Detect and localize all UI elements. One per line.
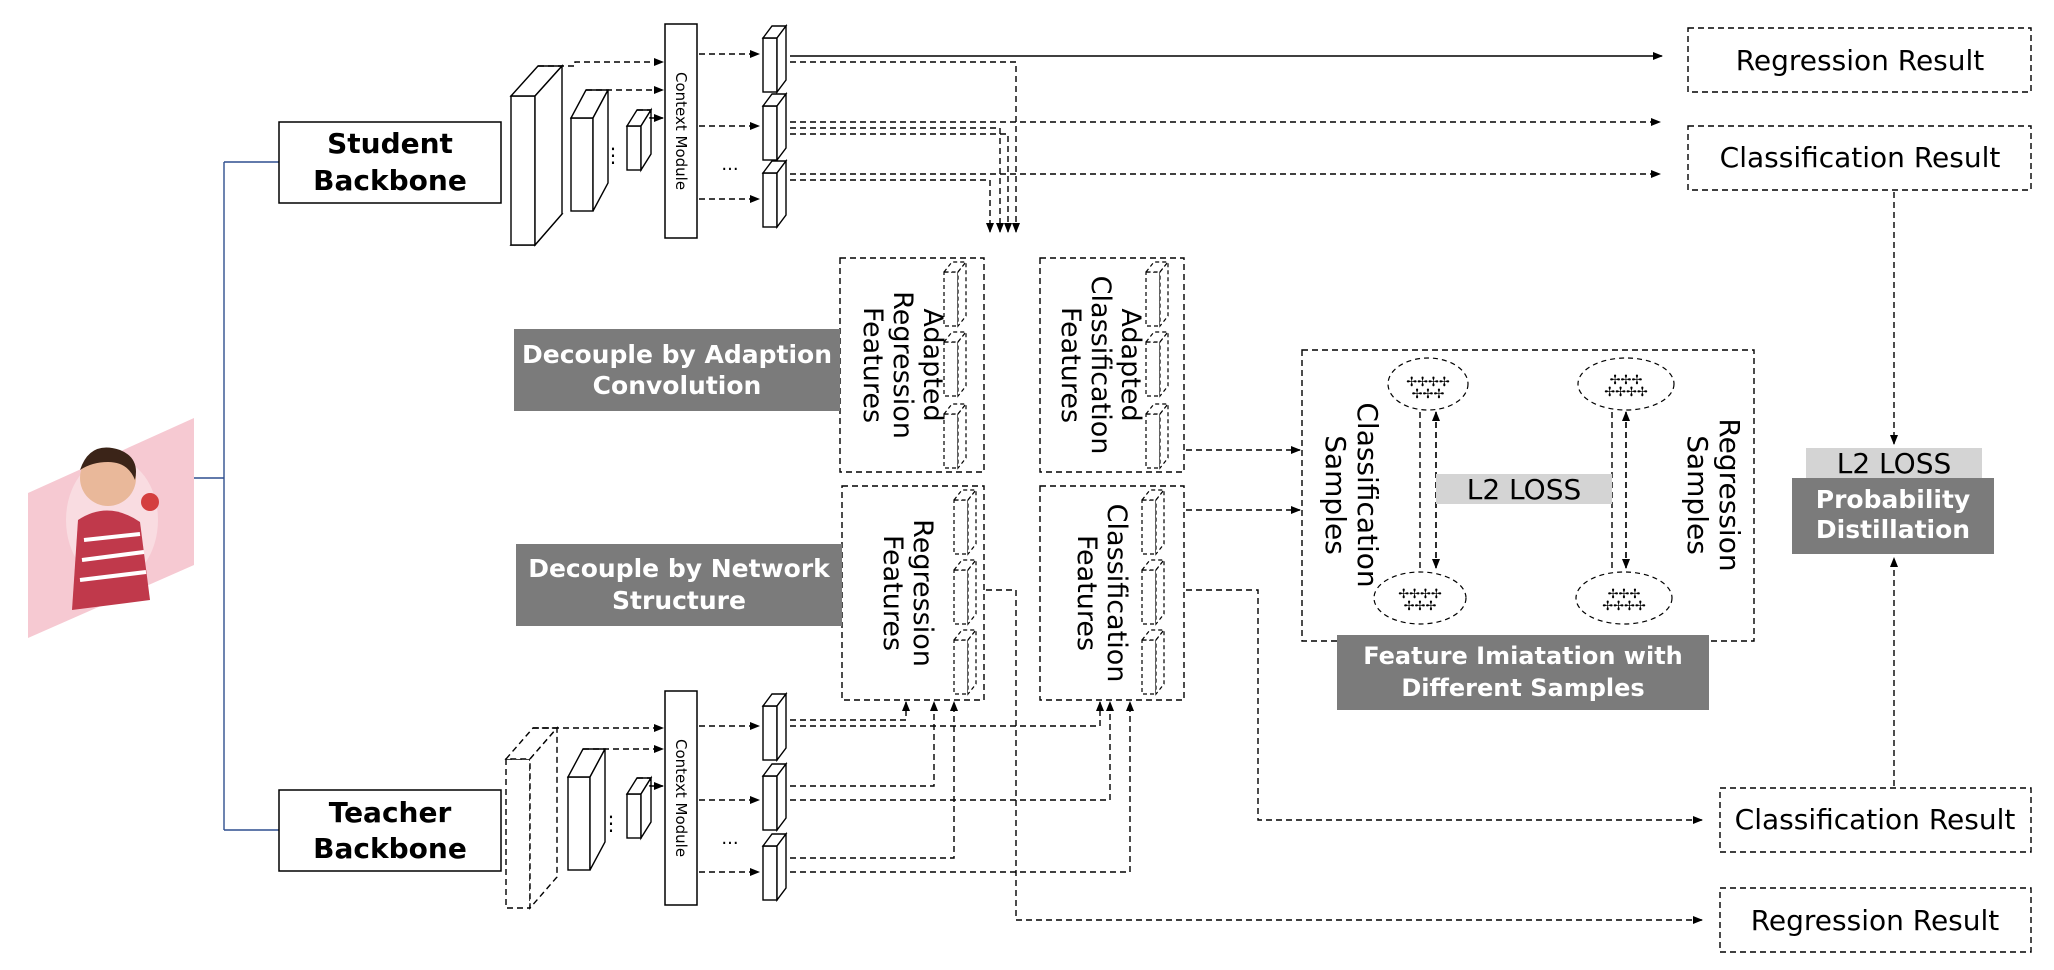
teacher-feature-pyramid — [504, 726, 559, 910]
student-classification-result-label: Classification Result — [1720, 141, 2001, 174]
student-regression-result-label: Regression Result — [1736, 44, 1985, 77]
regression-features: Regression Features — [841, 485, 985, 701]
student-pyramid-vellipsis: ⋮ — [603, 143, 623, 167]
svg-text:✢✢✢: ✢✢✢ — [1412, 387, 1445, 402]
svg-text:✢✢✢✢: ✢✢✢✢ — [1406, 375, 1450, 390]
svg-text:Regression: Regression — [1713, 418, 1746, 571]
svg-text:Structure: Structure — [612, 586, 746, 615]
svg-text:Classification: Classification — [1085, 276, 1116, 455]
svg-text:Distillation: Distillation — [1816, 515, 1970, 544]
input-tree-connector — [194, 161, 279, 831]
decouple-network-label: Decouple by Network Structure — [516, 544, 842, 626]
student-backbone-line1: Student — [327, 127, 453, 160]
svg-text:Different Samples: Different Samples — [1401, 674, 1644, 702]
adapted-regression-features-label: Adapted Regression Features — [857, 291, 948, 439]
features-to-imitation-arrows — [1186, 446, 1301, 514]
input-image — [28, 418, 194, 638]
teacher-backbone-line1: Teacher — [329, 796, 452, 829]
regression-samples-label: Regression Samples — [1681, 418, 1746, 571]
svg-text:Probability: Probability — [1816, 485, 1970, 514]
adapted-classification-feature-blocks — [1144, 260, 1170, 470]
svg-text:Samples: Samples — [1681, 435, 1714, 555]
student-classification-result: Classification Result — [1687, 125, 2032, 191]
sample-dots: ✢✢✢✢✢✢✢ ✢✢✢✢✢✢✢ ✢✢✢✢✢✢✢ ✢✢✢✢✢✢✢ — [1398, 373, 1648, 614]
student-blocks-to-results-arrows — [790, 52, 1663, 233]
classification-features: Classification Features — [1039, 485, 1185, 701]
adapted-regression-features: Adapted Regression Features — [839, 257, 985, 473]
student-output-blocks — [761, 23, 788, 230]
sample-clusters — [1373, 357, 1675, 625]
student-blocks-ellipsis: ... — [721, 154, 738, 175]
imitation-l2-loss: L2 LOSS — [1467, 473, 1582, 506]
student-feature-pyramid — [509, 64, 653, 247]
svg-text:✢✢✢✢: ✢✢✢✢ — [1602, 599, 1646, 614]
svg-text:Feature Imiatation with: Feature Imiatation with — [1363, 642, 1683, 670]
svg-text:Adapted: Adapted — [1115, 308, 1146, 421]
feature-imitation-module: ✢✢✢✢✢✢✢ ✢✢✢✢✢✢✢ ✢✢✢✢✢✢✢ ✢✢✢✢✢✢✢ Classifi… — [1301, 349, 1755, 642]
teacher-regression-result-label: Regression Result — [1751, 904, 2000, 937]
teacher-backbone-line2: Backbone — [313, 832, 467, 865]
svg-text:✢✢✢✢: ✢✢✢✢ — [1604, 385, 1648, 400]
svg-text:Regression: Regression — [887, 291, 918, 439]
teacher-context-module: Context Module — [664, 690, 698, 906]
teacher-context-to-blocks-arrows — [699, 722, 760, 876]
teacher-backbone-to-context-arrows — [533, 724, 664, 790]
adapted-regression-feature-blocks — [942, 260, 968, 470]
student-context-to-blocks-arrows — [699, 50, 760, 203]
teacher-blocks-to-features-arrows — [790, 701, 1134, 873]
svg-text:Decouple by Network: Decouple by Network — [528, 554, 831, 583]
svg-text:Features: Features — [857, 307, 888, 423]
distillation-l2-loss: L2 LOSS — [1837, 447, 1952, 480]
svg-text:✢✢✢: ✢✢✢ — [1608, 587, 1641, 602]
classification-features-label: Classification Features — [1071, 504, 1132, 683]
teacher-feature-pyramid-solid — [566, 748, 653, 871]
svg-text:Features: Features — [877, 535, 908, 651]
svg-text:Adapted: Adapted — [917, 308, 948, 421]
feature-imitation-caption: Feature Imiatation with Different Sample… — [1337, 635, 1709, 710]
adapted-classification-features-label: Adapted Classification Features — [1055, 276, 1146, 455]
teacher-pyramid-vellipsis: ⋮ — [601, 811, 621, 835]
teacher-regression-result: Regression Result — [1719, 887, 2032, 953]
adapted-classification-features: Adapted Classification Features — [1039, 257, 1185, 473]
svg-text:Classification: Classification — [1101, 504, 1132, 683]
svg-text:✢✢✢✢: ✢✢✢✢ — [1398, 587, 1442, 602]
regression-feature-blocks — [952, 488, 978, 696]
teacher-output-blocks — [761, 691, 788, 903]
classification-feature-blocks — [1140, 488, 1166, 696]
teacher-blocks-ellipsis: ... — [721, 828, 738, 849]
svg-text:Samples: Samples — [1319, 435, 1352, 555]
classification-samples-label: Classification Samples — [1319, 402, 1384, 587]
svg-text:Convolution: Convolution — [593, 371, 762, 400]
probability-distillation: L2 LOSS Probability Distillation — [1792, 447, 1994, 554]
student-backbone-to-context-arrows — [538, 58, 664, 122]
student-backbone-line2: Backbone — [313, 164, 467, 197]
svg-text:Classification: Classification — [1351, 402, 1384, 587]
teacher-context-module-label: Context Module — [672, 739, 690, 857]
svg-text:✢✢✢: ✢✢✢ — [1404, 599, 1437, 614]
features-to-teacher-results-arrows — [986, 589, 1703, 924]
teacher-classification-result: Classification Result — [1719, 787, 2032, 853]
student-regression-result: Regression Result — [1687, 27, 2032, 93]
svg-text:✢✢✢: ✢✢✢ — [1610, 373, 1643, 388]
student-backbone: Student Backbone — [278, 121, 502, 204]
student-context-module-label: Context Module — [672, 72, 690, 190]
svg-text:Regression: Regression — [907, 519, 938, 667]
regression-features-label: Regression Features — [877, 519, 938, 667]
svg-text:Decouple by Adaption: Decouple by Adaption — [522, 340, 832, 369]
imitation-arrows — [1419, 411, 1630, 570]
svg-text:Features: Features — [1055, 307, 1086, 423]
svg-text:Features: Features — [1071, 535, 1102, 651]
decouple-adaption-label: Decouple by Adaption Convolution — [514, 329, 840, 411]
teacher-classification-result-label: Classification Result — [1735, 803, 2016, 836]
teacher-backbone: Teacher Backbone — [278, 789, 502, 872]
student-context-module: Context Module — [664, 23, 698, 239]
